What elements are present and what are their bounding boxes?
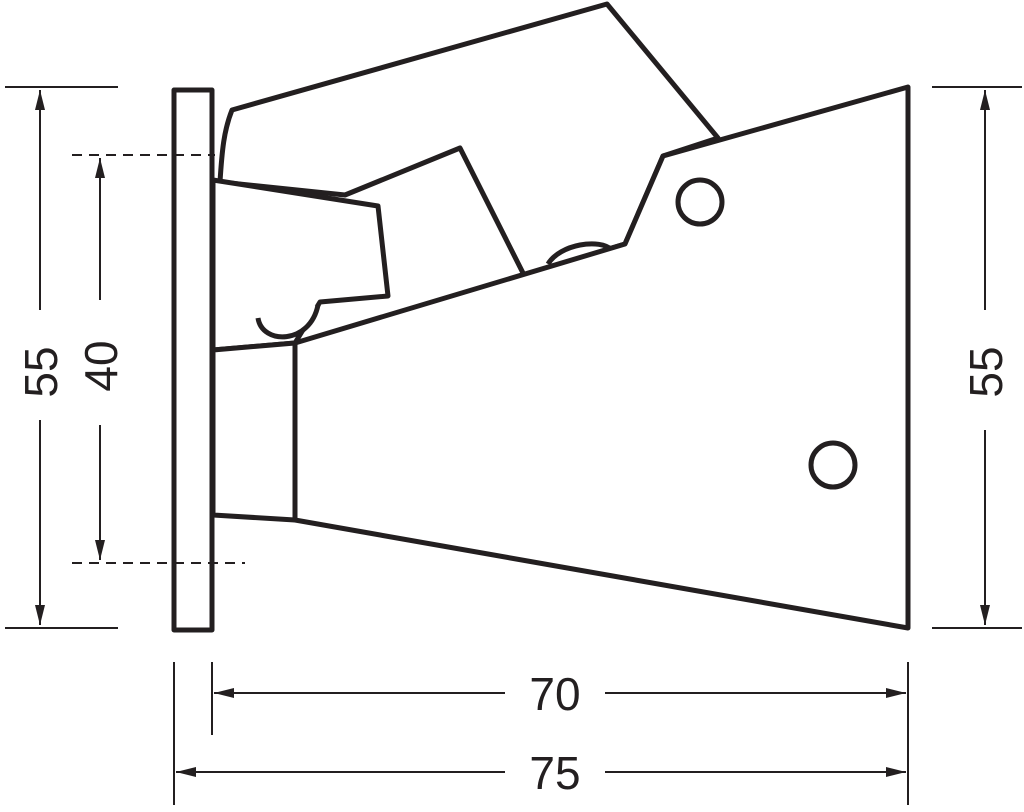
wall-plate: [171, 87, 215, 633]
label-inner-width: 70: [529, 668, 580, 720]
extension-lines: [5, 86, 1022, 805]
pivot-cylinder: [255, 304, 321, 340]
reference-lines: [72, 154, 245, 564]
dimension-lines: [35, 90, 990, 777]
label-right-height: 55: [960, 346, 1012, 397]
mounting-hole-bottom: [808, 440, 858, 490]
hinge-outline: [171, 1, 911, 633]
label-inner-height: 40: [75, 340, 127, 391]
label-total-width: 75: [529, 747, 580, 799]
lower-hinge-block: [210, 340, 298, 523]
label-left-total-height: 55: [15, 346, 67, 397]
mounting-hole-top: [675, 177, 725, 227]
